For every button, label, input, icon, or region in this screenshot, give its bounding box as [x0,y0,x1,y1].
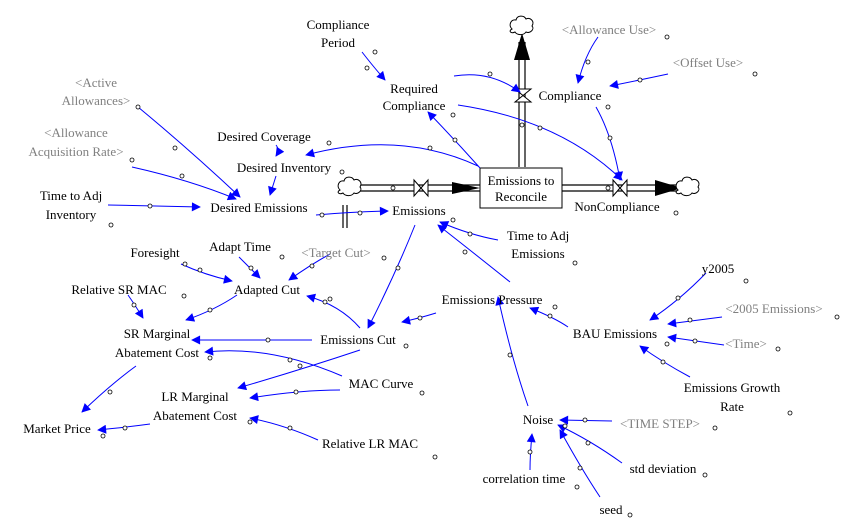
variable-noncompliance[interactable]: NonCompliance [574,199,659,214]
compliance-period-line2: Period [321,35,355,50]
emissions-growth-rate-line2: Rate [720,399,744,414]
active-allowances-line2: Allowances> [62,93,131,108]
variable-desired-emissions[interactable]: Desired Emissions [210,200,307,215]
time-to-adj-inventory-line2: Inventory [46,207,97,222]
variable-adapt-time[interactable]: Adapt Time [209,239,271,254]
variable-market-price[interactable]: Market Price [23,421,91,436]
variable-correlation-time[interactable]: correlation time [483,471,566,486]
sr-mac-line2: Abatement Cost [115,345,200,360]
variable-relative-lr-mac[interactable]: Relative LR MAC [322,436,418,451]
sr-mac-line1: SR Marginal [124,326,191,341]
shadow-offset-use[interactable]: <Offset Use> [673,55,743,70]
compliance-flow-pipe [514,33,530,167]
shadow-2005-emissions[interactable]: <2005 Emissions> [725,301,822,316]
variable-foresight[interactable]: Foresight [130,245,180,260]
variable-time-to-adj-inventory[interactable]: Time to Adj Inventory [40,188,102,222]
variable-emissions-pressure[interactable]: Emissions Pressure [442,292,543,307]
shadow-allowance-use[interactable]: <Allowance Use> [562,22,656,37]
variable-seed[interactable]: seed [599,502,623,517]
variable-std-deviation[interactable]: std deviation [630,461,697,476]
lr-mac-line2: Abatement Cost [153,408,238,423]
required-compliance-line2: Compliance [383,98,446,113]
compliance-valve-icon [513,88,533,103]
time-to-adj-inventory-line1: Time to Adj [40,188,102,203]
variable-time-to-adj-emissions[interactable]: Time to Adj Emissions [507,228,569,261]
allowance-acquisition-rate-line2: Acquisition Rate> [28,144,123,159]
shadow-target-cut[interactable]: <Target Cut> [301,245,370,260]
variable-relative-sr-mac[interactable]: Relative SR MAC [71,282,166,297]
time-to-adj-emissions-line2: Emissions [511,246,564,261]
variable-mac-curve[interactable]: MAC Curve [349,376,414,391]
variable-adapted-cut[interactable]: Adapted Cut [234,282,300,297]
variable-emissions[interactable]: Emissions [392,203,445,218]
emissions-growth-rate-line1: Emissions Growth [684,380,781,395]
shadow-allowance-acquisition-rate[interactable]: <Allowance Acquisition Rate> [28,125,123,159]
variable-bau-emissions[interactable]: BAU Emissions [573,326,657,341]
emissions-to-reconcile-stock[interactable] [479,167,563,209]
lr-mac-line1: LR Marginal [161,389,229,404]
variable-required-compliance[interactable]: Required Compliance [383,81,446,113]
variable-noise[interactable]: Noise [523,412,554,427]
shadow-active-allowances[interactable]: <Active Allowances> [62,75,131,108]
link-handles [107,59,698,471]
emissions-valve-icon [413,178,429,198]
time-to-adj-emissions-line1: Time to Adj [507,228,569,243]
shadow-time-step[interactable]: <TIME STEP> [620,416,700,431]
cloud-sink-top-icon [509,15,534,36]
noncompliance-valve-icon [612,178,628,198]
variable-sr-marginal-abatement-cost[interactable]: SR Marginal Abatement Cost [115,326,200,360]
variable-anchor-dots [100,34,840,518]
variable-compliance-period[interactable]: Compliance Period [307,17,370,50]
stock-label-line1: Emissions to [488,173,555,188]
variable-emissions-growth-rate[interactable]: Emissions Growth Rate [684,380,781,414]
compliance-period-line1: Compliance [307,17,370,32]
shadow-time[interactable]: <Time> [725,336,767,351]
variable-y2005[interactable]: y2005 [702,261,735,276]
active-allowances-line1: <Active [75,75,117,90]
variable-emissions-cut[interactable]: Emissions Cut [320,332,396,347]
required-compliance-line1: Required [390,81,438,96]
cloud-sink-icon [675,176,700,197]
noncompliance-flow-pipe [560,180,682,196]
variable-compliance[interactable]: Compliance [539,88,602,103]
stock-label-line2: Reconcile [495,189,547,204]
delay-mark-icon [342,205,348,228]
variable-lr-marginal-abatement-cost[interactable]: LR Marginal Abatement Cost [153,389,238,423]
cloud-source-icon [337,176,362,197]
variable-desired-inventory[interactable]: Desired Inventory [237,160,332,175]
variable-desired-coverage[interactable]: Desired Coverage [217,129,311,144]
allowance-acquisition-rate-line1: <Allowance [44,125,108,140]
